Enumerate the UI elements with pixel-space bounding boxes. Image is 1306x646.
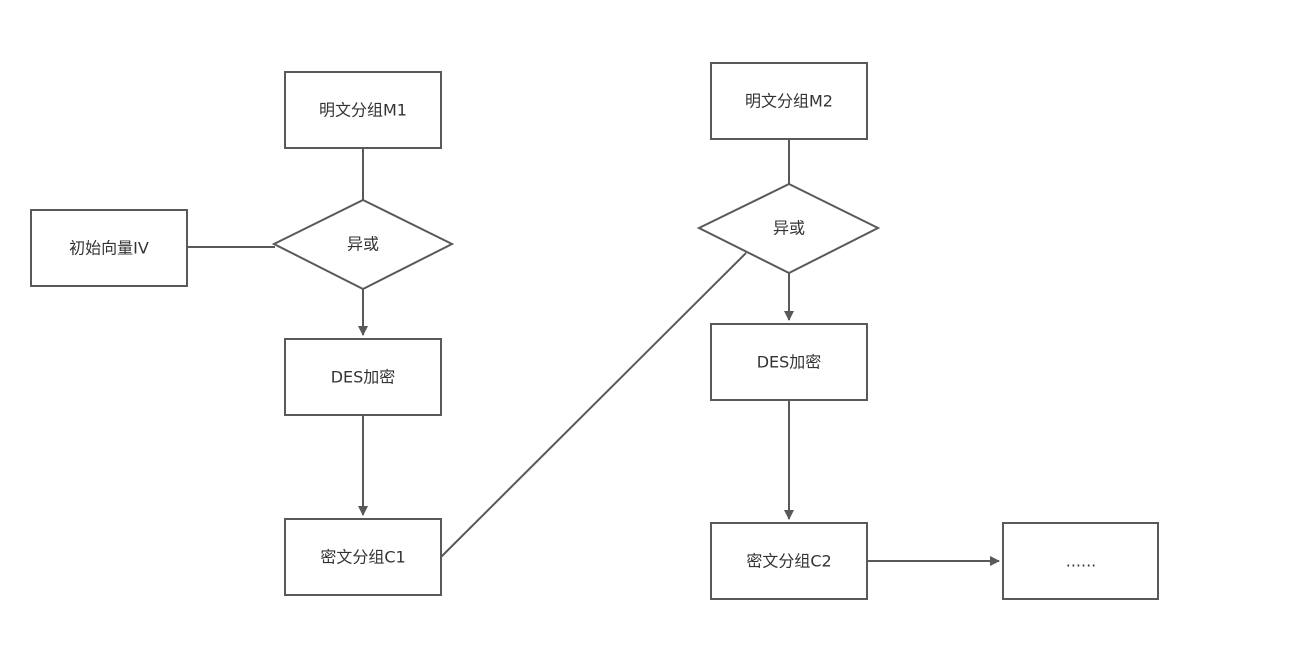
node-ciphertext-c2: 密文分组C2 [710,522,868,600]
node-des-2: DES加密 [710,323,868,401]
node-plaintext-m2: 明文分组M2 [710,62,868,140]
node-xor-1-label: 异或 [347,235,379,254]
node-ciphertext-c2-label: 密文分组C2 [746,552,831,571]
node-xor-1: 异或 [271,198,455,291]
node-ellipsis-label: ...... [1066,552,1097,571]
node-ciphertext-c1-label: 密文分组C1 [320,548,405,567]
node-iv: 初始向量IV [30,209,188,287]
node-plaintext-m1: 明文分组M1 [284,71,442,149]
node-plaintext-m2-label: 明文分组M2 [745,92,833,111]
node-des-1-label: DES加密 [331,368,396,387]
node-iv-label: 初始向量IV [69,239,149,258]
edge-c1-to-xor2 [440,252,747,558]
node-ellipsis: ...... [1002,522,1159,600]
node-ciphertext-c1: 密文分组C1 [284,518,442,596]
node-xor-2: 异或 [696,182,881,275]
node-des-1: DES加密 [284,338,442,416]
node-xor-2-label: 异或 [773,219,805,238]
node-plaintext-m1-label: 明文分组M1 [319,101,407,120]
node-des-2-label: DES加密 [757,353,822,372]
